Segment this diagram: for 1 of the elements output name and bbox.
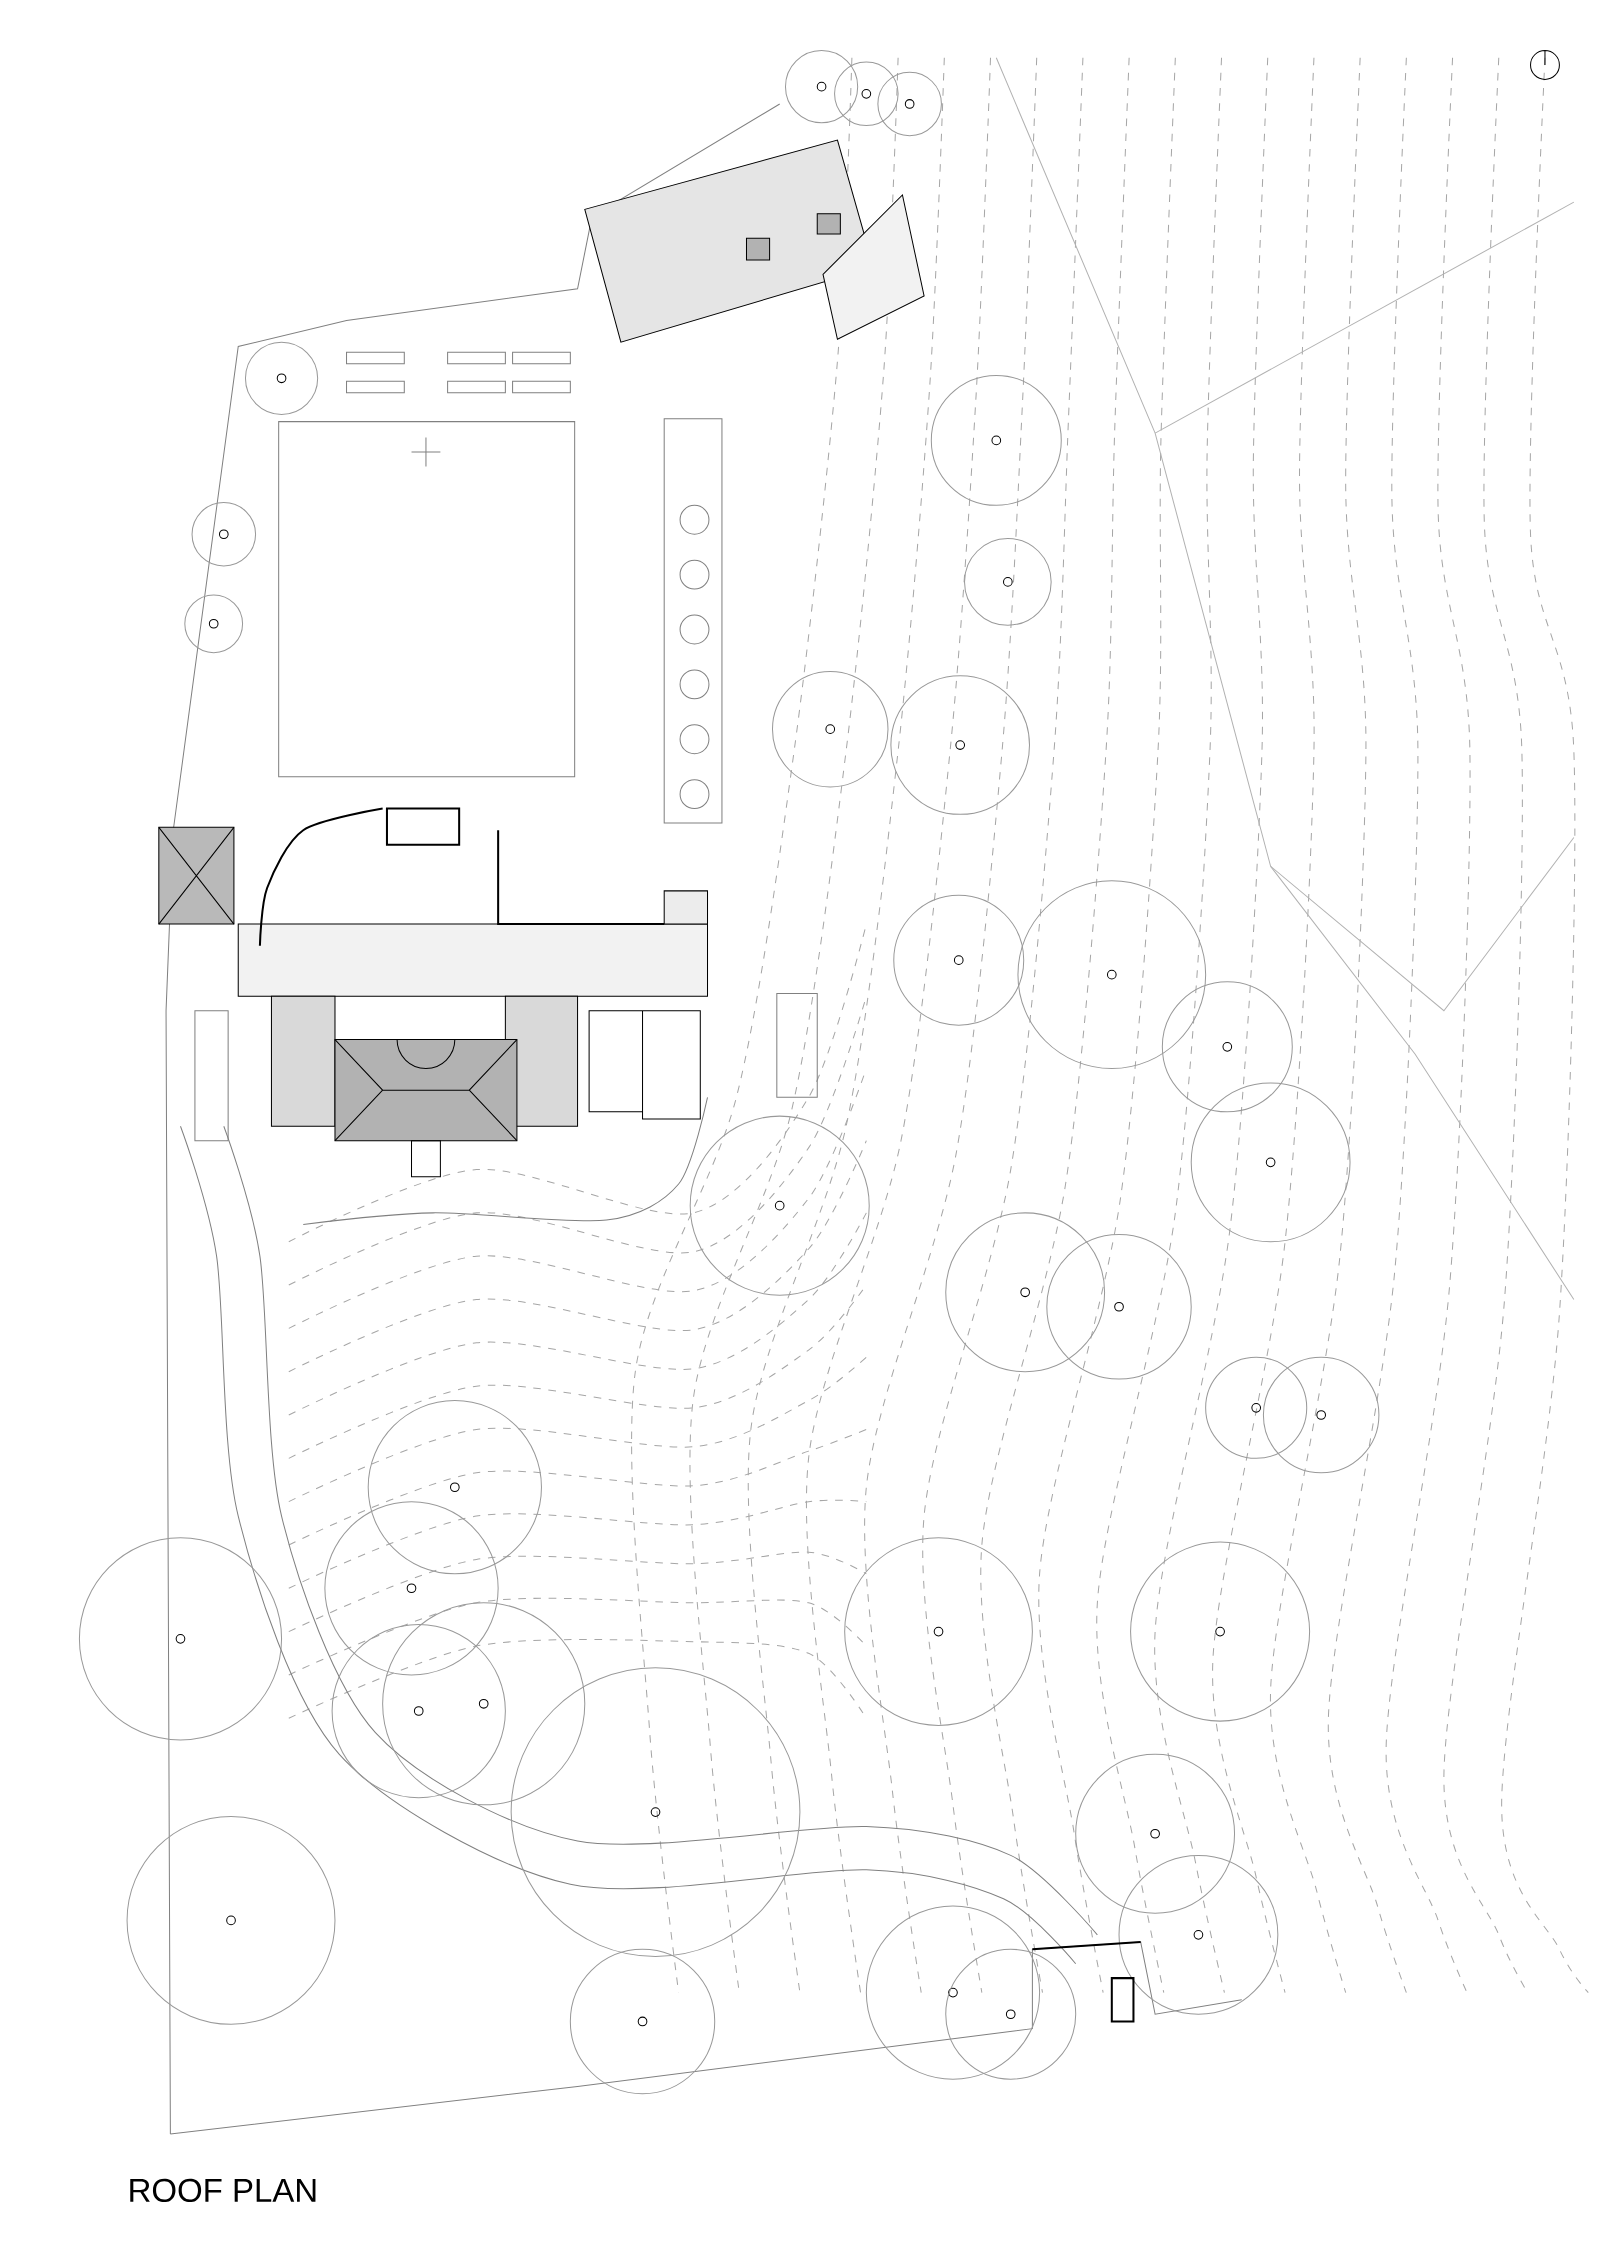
- title: ROOF PLAN: [130, 2178, 316, 2203]
